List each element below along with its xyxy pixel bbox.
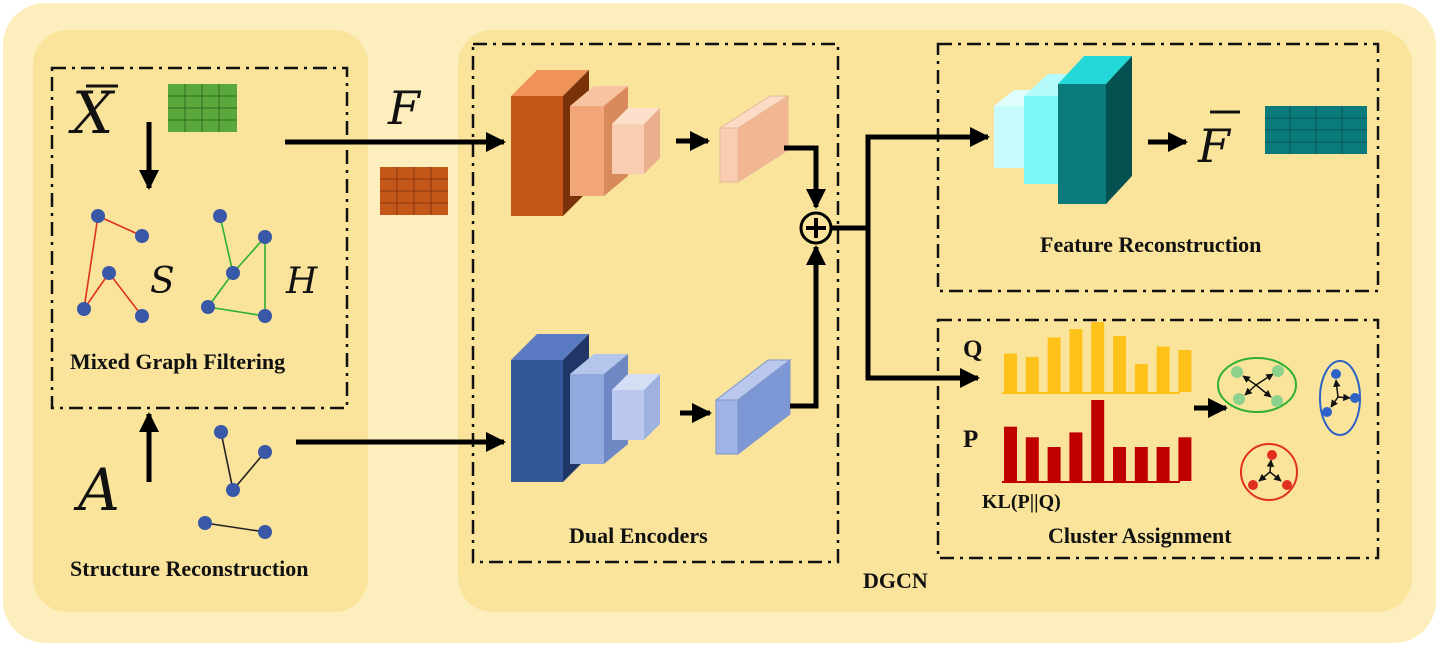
input-matrix-x [168, 84, 237, 132]
blue-latent-vector [714, 358, 792, 456]
q-bar-4 [1069, 329, 1083, 392]
p-bar-1 [1004, 426, 1017, 481]
s-symbol: S [150, 261, 175, 302]
p-distribution-bars [1004, 400, 1192, 481]
arrow-orange-latent-to-sum [784, 145, 826, 209]
feature-reconstruction-label: Feature Reconstruction [1040, 232, 1261, 257]
dgcn-panel [458, 30, 1412, 612]
arrow-sum-to-decoder [865, 127, 990, 228]
structure-reconstruction-label: Structure Reconstruction [70, 556, 309, 581]
p-bar-2 [1025, 437, 1039, 481]
p-bar-8 [1156, 447, 1170, 481]
dual-encoders-label: Dual Encoders [569, 523, 708, 548]
feature-matrix-f [380, 167, 448, 215]
p-bar-7 [1134, 447, 1148, 481]
addition-node-icon [799, 211, 833, 245]
orange-latent-vector [718, 95, 790, 183]
cluster-blue-icon [1319, 360, 1361, 436]
mixed-graph-filtering-label: Mixed Graph Filtering [70, 349, 285, 374]
reconstructed-matrix [1265, 106, 1367, 154]
kl-divergence-label: KL(P||Q) [982, 491, 1061, 513]
p-label: P [963, 426, 978, 453]
p-bar-6 [1113, 447, 1126, 481]
p-bar-4 [1069, 432, 1083, 481]
mixed-graph-filtering-box [50, 66, 349, 410]
cluster-red-icon [1240, 443, 1298, 501]
h-symbol: H [285, 261, 318, 302]
f-symbol: F [387, 81, 422, 135]
f-bar-symbol: F [1197, 119, 1232, 173]
graph-h [201, 209, 272, 323]
orange-encoder [511, 70, 660, 216]
cluster-green-icon [1217, 357, 1297, 413]
q-bar-9 [1178, 350, 1192, 392]
q-bar-5 [1091, 322, 1105, 392]
q-distribution-bars [1004, 322, 1192, 392]
feature-reconstruction-box [936, 42, 1380, 293]
q-bar-7 [1134, 364, 1148, 392]
x-bar-symbol: X [68, 79, 116, 147]
left-panel [33, 30, 368, 612]
q-bar-6 [1113, 336, 1126, 392]
q-bar-1 [1004, 353, 1017, 392]
dual-encoders-box [471, 42, 840, 564]
arrow-blue-latent-to-sum [790, 245, 826, 409]
blue-encoder [511, 334, 660, 482]
arrow-sum-to-q [865, 226, 980, 388]
cluster-assignment-label: Cluster Assignment [1048, 523, 1232, 548]
p-bar-9 [1178, 437, 1192, 481]
q-bar-8 [1156, 346, 1170, 392]
p-bar-5 [1091, 400, 1105, 481]
cluster-assignment-box [936, 318, 1380, 560]
graph-s [77, 209, 149, 323]
teal-decoder [994, 56, 1132, 204]
q-label: Q [963, 336, 982, 363]
q-bar-3 [1047, 337, 1061, 392]
graph-a [198, 425, 272, 539]
p-bar-3 [1047, 447, 1061, 481]
q-bar-2 [1025, 357, 1039, 392]
a-symbol: A [73, 456, 120, 524]
dgcn-label: DGCN [863, 568, 928, 593]
